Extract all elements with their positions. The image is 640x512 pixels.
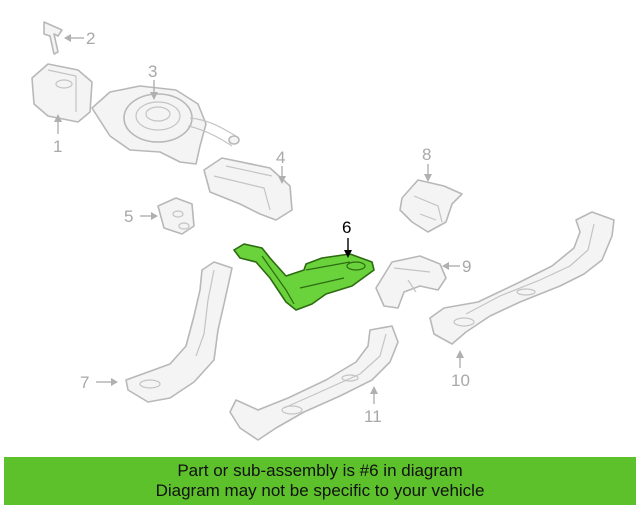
- callout-3: 3: [148, 62, 157, 81]
- callout-4: 4: [276, 148, 285, 167]
- callout-10: 10: [451, 371, 470, 390]
- part-7-floor-duct: [125, 261, 233, 403]
- banner-line-2: Diagram may not be specific to your vehi…: [155, 481, 485, 500]
- callout-8: 8: [422, 145, 431, 164]
- callout-5: 5: [124, 207, 133, 226]
- callout-2: 2: [86, 29, 95, 48]
- part-9-clip: [375, 255, 447, 309]
- banner-line-1: Part or sub-assembly is #6 in diagram: [177, 461, 463, 480]
- part-2-pin: [43, 21, 63, 55]
- callout-6: 6: [342, 218, 351, 237]
- callout-11: 11: [364, 407, 382, 426]
- part-6-highlighted-duct: [233, 243, 375, 311]
- callout-1: 1: [53, 137, 62, 156]
- parts-diagram: 2 1 3 4 5 6 7 8 9 10 11: [31, 21, 615, 441]
- part-4-duct: [203, 157, 293, 221]
- part-10-long-duct: [429, 211, 615, 345]
- callout-7: 7: [80, 373, 89, 392]
- part-8-bracket: [399, 179, 463, 233]
- part-5-plug: [157, 197, 195, 235]
- part-11-floor-duct: [229, 325, 399, 441]
- part-3-blower: [91, 85, 240, 165]
- info-banner: Part or sub-assembly is #6 in diagram Di…: [4, 457, 636, 505]
- part-1-connector: [31, 63, 93, 123]
- callout-9: 9: [462, 257, 471, 276]
